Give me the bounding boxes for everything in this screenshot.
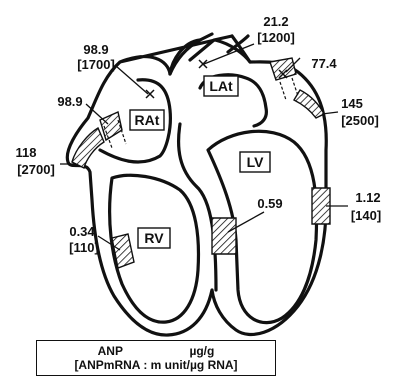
rv-label: RV: [144, 230, 164, 246]
rat-top-mrna: [1700]: [77, 57, 115, 72]
legend-row-1: ANP µg/g: [37, 344, 275, 358]
septum-sample: [212, 218, 236, 254]
lat-appendage-sample: [270, 58, 296, 80]
rat-aur-mrna: [2700]: [17, 162, 55, 177]
septum-anp: 0.59: [257, 196, 282, 211]
rat-side-anp: 98.9: [57, 94, 82, 109]
rv-wall-anp: 0.34: [69, 224, 95, 239]
lv-label: LV: [247, 154, 265, 170]
lat-top-mrna: [1200]: [257, 30, 295, 45]
lat-label: LAt: [209, 78, 233, 94]
great-vessel-left: [228, 36, 250, 62]
lat-top-anp: 21.2: [263, 14, 288, 29]
lat-aur-mrna: [2500]: [341, 113, 379, 128]
lv-wall-anp: 1.12: [355, 190, 380, 205]
rat-label: RAt: [135, 112, 160, 128]
lat-sample-marker: [199, 60, 207, 68]
lv-wall-mrna: [140]: [351, 208, 381, 223]
legend-anp: ANP: [98, 344, 123, 358]
legend-mrna: [ANPmRNA : m unit/µg RNA]: [37, 358, 275, 372]
rat-top-anp: 98.9: [83, 42, 108, 57]
lat-app-anp: 77.4: [311, 56, 337, 71]
rat-wall-sample: [100, 112, 122, 140]
legend-box: ANP µg/g [ANPmRNA : m unit/µg RNA]: [36, 340, 276, 376]
rv-wall-mrna: [110]: [69, 240, 99, 255]
legend-unit: µg/g: [189, 344, 214, 358]
lat-aur-anp: 145: [341, 96, 363, 111]
rat-aur-anp: 118: [16, 145, 37, 160]
